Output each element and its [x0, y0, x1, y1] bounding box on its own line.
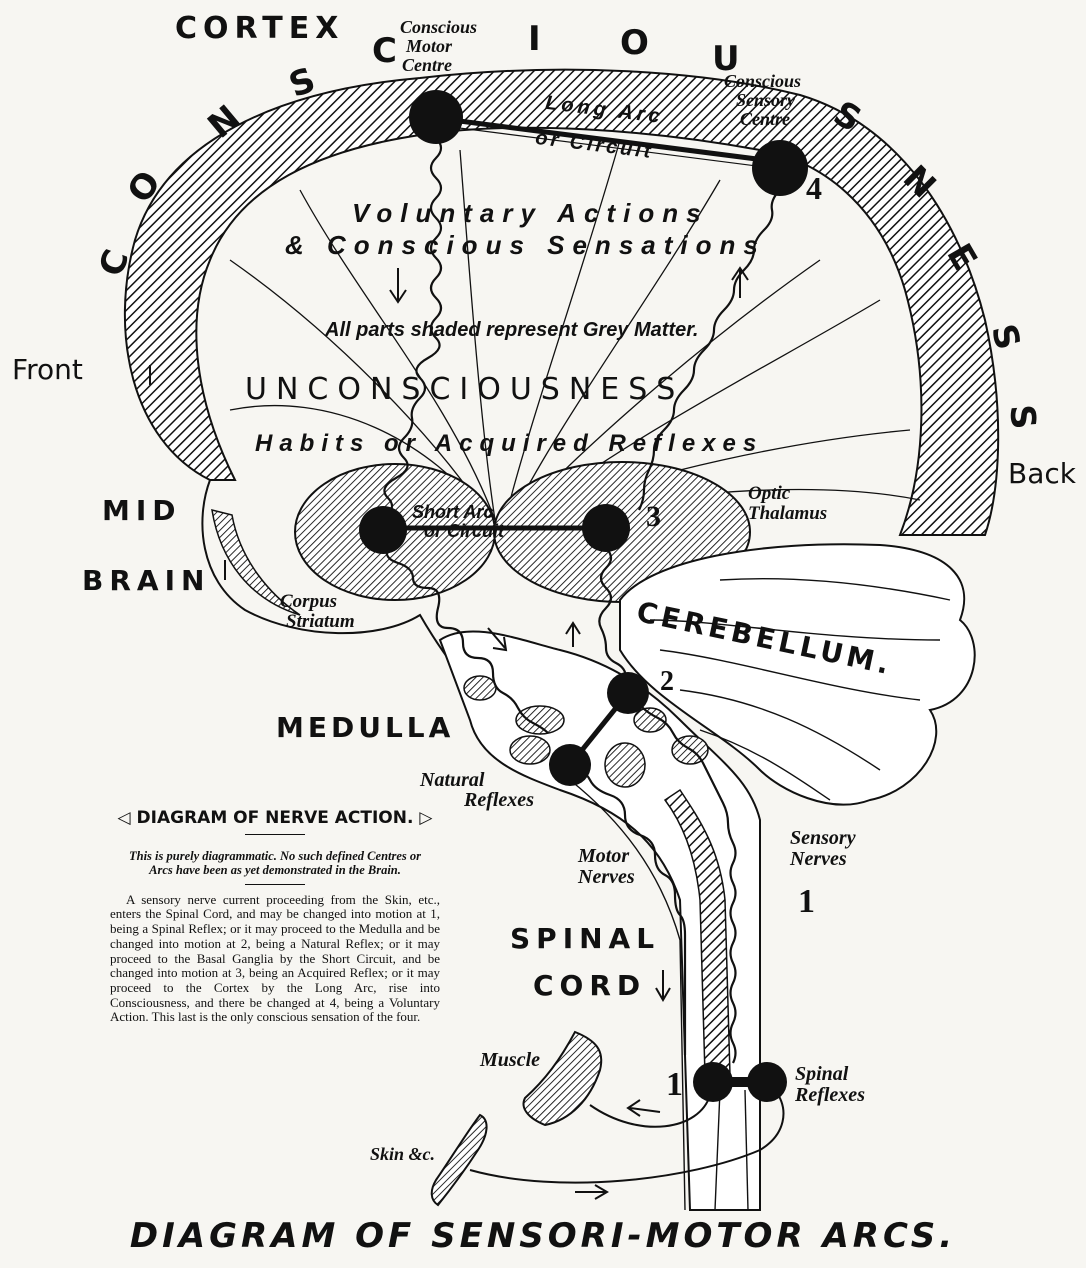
voluntary-actions-label: Voluntary Actions: [352, 200, 709, 226]
natural-reflexes-label: Natural Reflexes: [420, 770, 534, 810]
brain-label: BRAIN: [82, 567, 210, 595]
centre-4-sensory: [752, 140, 808, 196]
muscle-shape: [524, 1032, 602, 1125]
centre-2-upper: [607, 672, 649, 714]
note-rule: [245, 884, 305, 885]
motor-nerves-label: Motor Nerves: [578, 846, 635, 888]
spinal-reflex-bridge: [713, 1077, 767, 1087]
centre-3-thalamus: [582, 504, 630, 552]
corpus-striatum-label: Corpus Striatum: [280, 592, 355, 632]
centre-4-motor: [409, 90, 463, 144]
note-title: ◁ DIAGRAM OF NERVE ACTION. ▷: [110, 808, 440, 828]
o-letter-2: O: [620, 26, 649, 60]
i-letter: I: [528, 22, 541, 56]
front-label: Front: [12, 356, 83, 384]
centre-2-lower: [549, 744, 591, 786]
nerve-action-note: ◁ DIAGRAM OF NERVE ACTION. ▷ This is pur…: [110, 808, 440, 1025]
sensory-nerves-label: Sensory Nerves: [790, 828, 856, 870]
note-body: A sensory nerve current proceeding from …: [110, 893, 440, 1025]
number-1-sensory: 1: [798, 885, 815, 919]
note-rule: [245, 834, 305, 835]
back-label: Back: [1008, 460, 1076, 488]
medulla-label: MEDULLA: [276, 714, 454, 742]
s-letter-4: S: [1004, 403, 1040, 430]
conscious-sensory-centre-label: Conscious Sensory Centre: [724, 72, 801, 129]
note-subtitle: This is purely diagrammatic. No such def…: [110, 849, 440, 878]
grey-matter-note: All parts shaded represent Grey Matter.: [325, 320, 698, 340]
centre-3-striatum: [359, 506, 407, 554]
conscious-motor-centre-label: Conscious Motor Centre: [400, 18, 477, 75]
unconsciousness-label: UNCONSCIOUSNESS: [245, 375, 684, 405]
skin-label: Skin &c.: [370, 1145, 435, 1163]
spinal-reflexes-label: Spinal Reflexes: [795, 1064, 865, 1106]
muscle-label: Muscle: [480, 1050, 540, 1070]
number-3: 3: [646, 502, 661, 532]
optic-thalamus-label: Optic Thalamus: [748, 484, 827, 524]
number-4: 4: [806, 172, 822, 204]
c-letter-2: C: [372, 34, 397, 68]
spinal-label: SPINAL: [510, 925, 660, 953]
mid-label: MID: [102, 497, 182, 525]
diagram-caption: DIAGRAM OF SENSORI-MOTOR ARCS.: [0, 1216, 1086, 1256]
number-1-spinal: 1: [666, 1068, 683, 1102]
cord-label: CORD: [533, 972, 646, 1000]
habits-label: Habits or Acquired Reflexes: [255, 432, 763, 456]
number-2: 2: [660, 668, 674, 696]
cortex-label: CORTEX: [175, 14, 344, 44]
short-arc-label: Short Arc or Circuit: [412, 503, 504, 541]
skin-shape: [432, 1115, 487, 1205]
conscious-sensations-label: & Conscious Sensations: [285, 232, 766, 258]
